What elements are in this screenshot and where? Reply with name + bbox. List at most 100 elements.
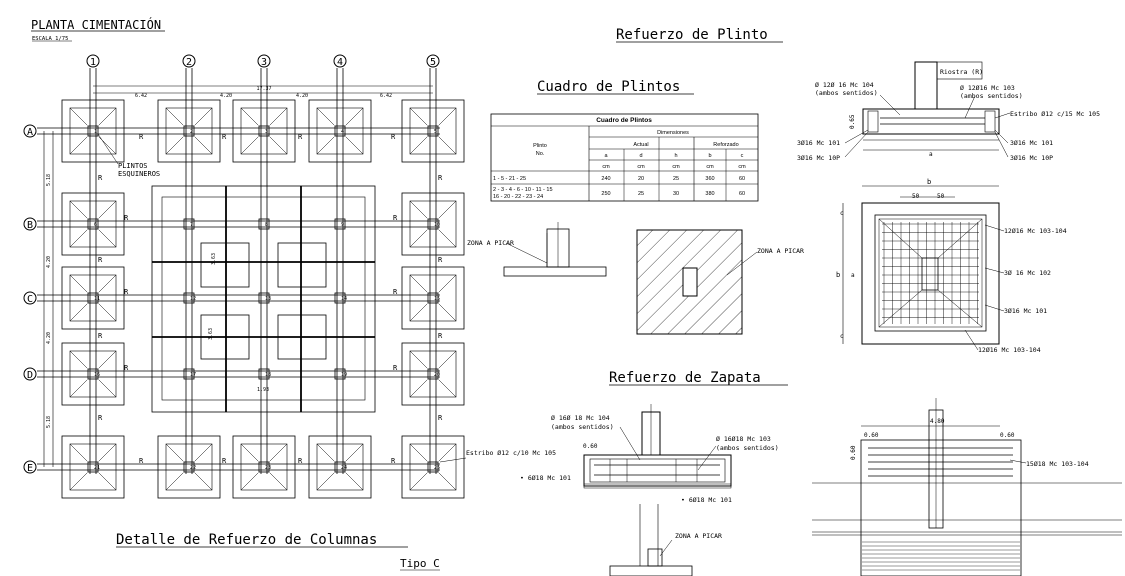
- plinth-number: 20: [434, 372, 440, 378]
- axis-B: B: [27, 220, 33, 231]
- plinto-a: a: [929, 151, 933, 158]
- cell: 250: [601, 191, 610, 197]
- note-esquineros: ESQUINEROS: [118, 170, 160, 178]
- plinth: 10: [401, 192, 465, 256]
- plinth-number: 25: [434, 465, 440, 471]
- riostra-labels: R R R R R R R R R R R R R R R R R R R R …: [98, 133, 443, 465]
- plinth: 9: [334, 218, 346, 230]
- plinto-title: Refuerzo de Plinto: [616, 27, 768, 43]
- r-label: R: [298, 457, 303, 465]
- elev-side: 0.60: [850, 445, 857, 460]
- plinth-number: 18: [265, 372, 271, 378]
- axis-E: E: [27, 463, 33, 474]
- plinth: 16: [61, 342, 125, 406]
- reinf-columns-tipo: Tipo C: [400, 557, 440, 570]
- unit: cm: [602, 164, 610, 170]
- r-label: R: [98, 174, 103, 182]
- zapata-bar-top: Ø 16Ø 18 Mc 104: [551, 414, 610, 422]
- tie-beams: [37, 68, 440, 474]
- zapata-bar-bottom-a: • 6Ø18 Mc 101: [520, 474, 571, 482]
- col-plinto: Plinto: [533, 143, 547, 149]
- foundation-plan: PLANTA CIMENTACIÓN ESCALA 1/75 1 2 3 4 5…: [23, 17, 556, 571]
- bar-top-right-2: (ambos sentidos): [960, 92, 1023, 100]
- plinth-number: 21: [94, 465, 100, 471]
- plan-scale: ESCALA 1/75: [32, 36, 68, 42]
- plinth: 24: [308, 435, 372, 499]
- top-axis-bubbles: 1 2 3 4 5: [86, 54, 440, 68]
- picar-label-2: ZONA A PICAR: [757, 247, 804, 255]
- plinth: 1: [61, 99, 125, 163]
- plan-label-2: 3Ø 16 Mc 102: [1004, 269, 1051, 277]
- col-reforzado: Reforzado: [713, 142, 738, 148]
- plinth: 7: [183, 218, 195, 230]
- bar-top-right: Ø 12Ø16 Mc 103: [960, 84, 1015, 92]
- plinth: 18: [258, 368, 271, 380]
- row2-plinto-a: 2 - 3 - 4 - 6 - 10 - 11 - 15: [493, 187, 553, 193]
- plan-title: PLANTA CIMENTACIÓN: [31, 17, 161, 32]
- plan-label-1: 12Ø16 Mc 103-104: [1004, 227, 1067, 235]
- axis-3: 3: [261, 57, 267, 68]
- elev-right: 0.60: [1000, 432, 1015, 439]
- sub-h: h: [674, 153, 677, 159]
- plinth: 6: [61, 192, 125, 256]
- r-label: R: [222, 457, 227, 465]
- reinf-columns-title: Detalle de Refuerzo de Columnas: [116, 532, 377, 548]
- plinth: 23: [232, 435, 296, 499]
- axis-5: 5: [430, 57, 436, 68]
- plinth-number: 8: [265, 222, 268, 228]
- plinth-number: 9: [341, 222, 344, 228]
- picar-section: ZONA A PICAR: [467, 222, 607, 277]
- left-dimensions: 5.18 4.20 4.20 5.18: [43, 131, 54, 467]
- r-label: R: [393, 364, 398, 372]
- bar-top-left-2: (ambos sentidos): [815, 89, 878, 97]
- sub-c: c: [741, 153, 744, 159]
- unit: cm: [637, 164, 645, 170]
- mid-dim-1: 3.63: [211, 253, 217, 265]
- sub-a: a: [604, 153, 608, 159]
- plinth-number: 22: [190, 465, 196, 471]
- plinth-number: 11: [94, 296, 100, 302]
- plan-label-4: 12Ø16 Mc 103-104: [978, 346, 1041, 354]
- plinth-number: 14: [341, 296, 347, 302]
- r-label: R: [391, 133, 396, 141]
- zapata-bar-right-2: (ambos sentidos): [716, 444, 779, 452]
- plan-50-1: 50: [912, 193, 920, 200]
- plan-c-bot: c: [840, 333, 844, 340]
- dim-top-1: 6.42: [135, 93, 147, 99]
- col-actual: Actual: [633, 142, 648, 148]
- axis-D: D: [27, 370, 33, 381]
- cell: 25: [673, 176, 679, 182]
- plinth-number: 7: [190, 222, 193, 228]
- row2-plinto-b: 16 - 20 - 22 - 23 - 24: [493, 194, 543, 200]
- r-label: R: [438, 256, 443, 264]
- plinth-number: 17: [190, 372, 196, 378]
- zapata-picar: ZONA A PICAR: [675, 532, 722, 540]
- plan-a: a: [851, 272, 855, 279]
- unit: cm: [738, 164, 746, 170]
- plinth: 20: [401, 342, 465, 406]
- plinth: 4: [308, 99, 372, 163]
- r-label: R: [393, 288, 398, 296]
- cell: 360: [705, 176, 714, 182]
- plinth-number: 5: [434, 129, 437, 135]
- plinth-number: 15: [434, 296, 440, 302]
- r-label: R: [438, 174, 443, 182]
- row1-plinto: 1 - 5 - 21 - 25: [493, 176, 526, 182]
- plinth: 19: [334, 368, 347, 380]
- plinth-number: 10: [434, 222, 440, 228]
- r-label: R: [124, 214, 129, 222]
- r-label: R: [222, 133, 227, 141]
- r-label: R: [124, 288, 129, 296]
- sub-b: b: [708, 153, 711, 159]
- r-label: R: [393, 214, 398, 222]
- plinth-number: 24: [341, 465, 347, 471]
- plan-50-2: 50: [937, 193, 945, 200]
- dim-top-3: 4.20: [296, 93, 308, 99]
- zapata-section: Refuerzo de Zapata Ø 16Ø 18 Mc 104 (ambo…: [520, 370, 788, 576]
- plinto-estribo: Estribo Ø12 c/15 Mc 105: [1010, 110, 1100, 118]
- plinth-number: 23: [265, 465, 271, 471]
- plinth-number: 3: [265, 129, 268, 135]
- plan-c-top: c: [840, 210, 844, 217]
- axis-C: C: [27, 294, 33, 305]
